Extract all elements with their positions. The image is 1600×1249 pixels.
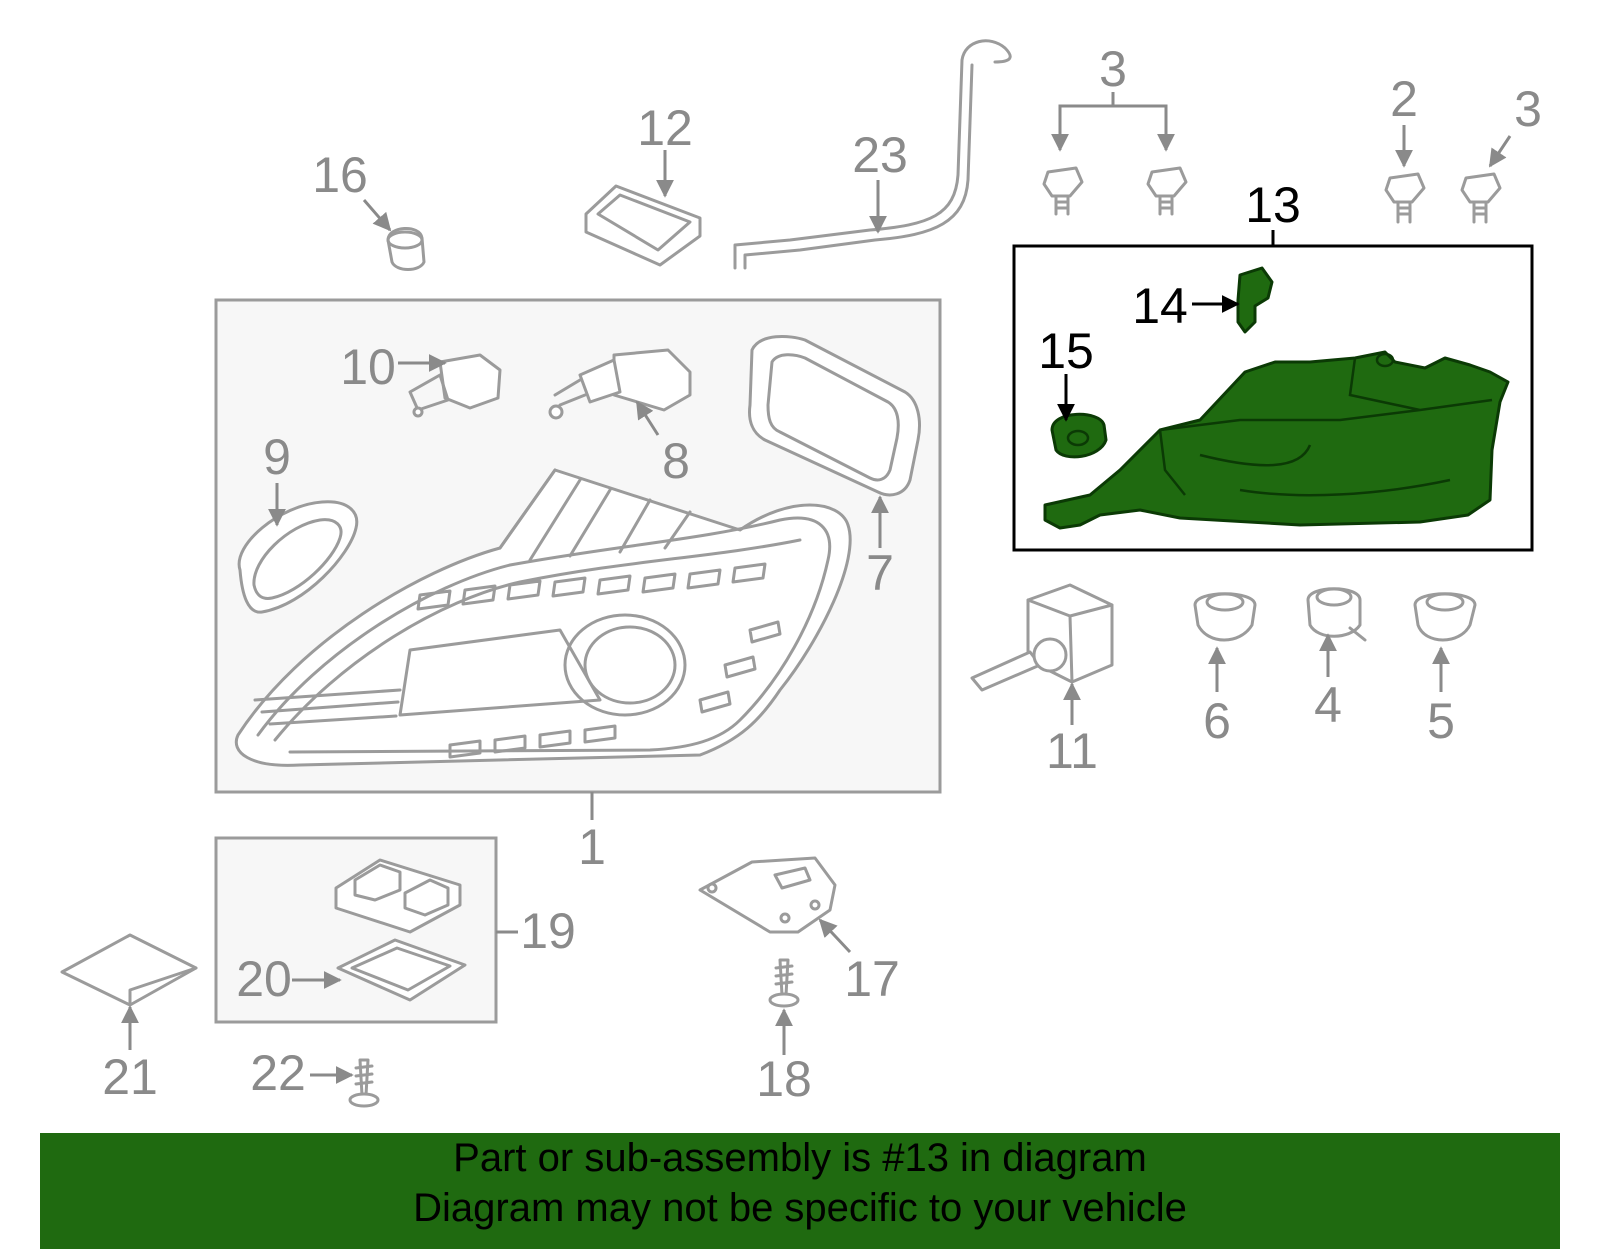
callout-2: 2 (1390, 71, 1418, 127)
callout-12: 12 (637, 100, 693, 156)
callout-8: 8 (662, 433, 690, 489)
callout-1: 1 (578, 819, 606, 875)
callout-15: 15 (1038, 323, 1094, 379)
callout-11: 11 (1046, 723, 1098, 779)
banner-line-disclaimer: Diagram may not be specific to your vehi… (413, 1186, 1187, 1230)
bolt-3b[interactable] (1146, 166, 1188, 216)
bracket-grommet[interactable] (1050, 412, 1108, 459)
headlamp-housing[interactable] (234, 468, 852, 767)
callout-18: 18 (756, 1051, 812, 1107)
ballast-cover[interactable] (698, 856, 837, 934)
banner-line-part: Part or sub-assembly is #13 in diagram (453, 1136, 1147, 1180)
halogen-bulb[interactable] (408, 353, 502, 418)
callout-10: 10 (340, 339, 396, 395)
ballast-box (214, 836, 498, 1024)
grommet[interactable] (386, 227, 426, 271)
callout-17: 17 (844, 951, 900, 1007)
callout-5: 5 (1427, 693, 1455, 749)
bolt-2[interactable] (1384, 172, 1426, 224)
headlamp-cover-cap[interactable] (584, 184, 702, 267)
headlamp-mounting-bracket[interactable] (1043, 350, 1510, 530)
callout-20: 20 (236, 951, 292, 1007)
callout-4: 4 (1314, 677, 1342, 733)
callout-16: 16 (312, 147, 368, 203)
callout-9: 9 (263, 429, 291, 485)
adjuster-clip-4[interactable] (1306, 587, 1367, 642)
callout-7: 7 (866, 545, 894, 601)
ballast-screw[interactable] (348, 1058, 380, 1108)
callout-3b: 3 (1514, 81, 1542, 137)
bulb-socket[interactable] (548, 348, 692, 420)
bolt-3a[interactable] (1042, 166, 1084, 216)
part-info-banner: Part or sub-assembly is #13 in diagram D… (40, 1133, 1560, 1249)
callout-3a: 3 (1099, 41, 1127, 97)
adjuster-clip-6[interactable] (1193, 592, 1257, 642)
vent-hose[interactable] (733, 39, 1012, 270)
adjuster-clip-5[interactable] (1413, 592, 1477, 642)
ballast-gasket[interactable] (336, 938, 467, 1002)
headlamp-bezel-seal[interactable] (748, 335, 921, 497)
callout-21: 21 (102, 1049, 158, 1105)
callout-22: 22 (250, 1045, 306, 1101)
cover-screw[interactable] (768, 958, 800, 1008)
callout-23: 23 (852, 127, 908, 183)
callout-6: 6 (1203, 693, 1231, 749)
bolt-3c[interactable] (1460, 172, 1502, 224)
callout-14: 14 (1132, 278, 1188, 334)
xenon-bulb[interactable] (970, 583, 1114, 692)
callout-19: 19 (520, 903, 576, 959)
callout-13: 13 (1245, 177, 1301, 233)
ballast-module[interactable] (334, 858, 462, 934)
